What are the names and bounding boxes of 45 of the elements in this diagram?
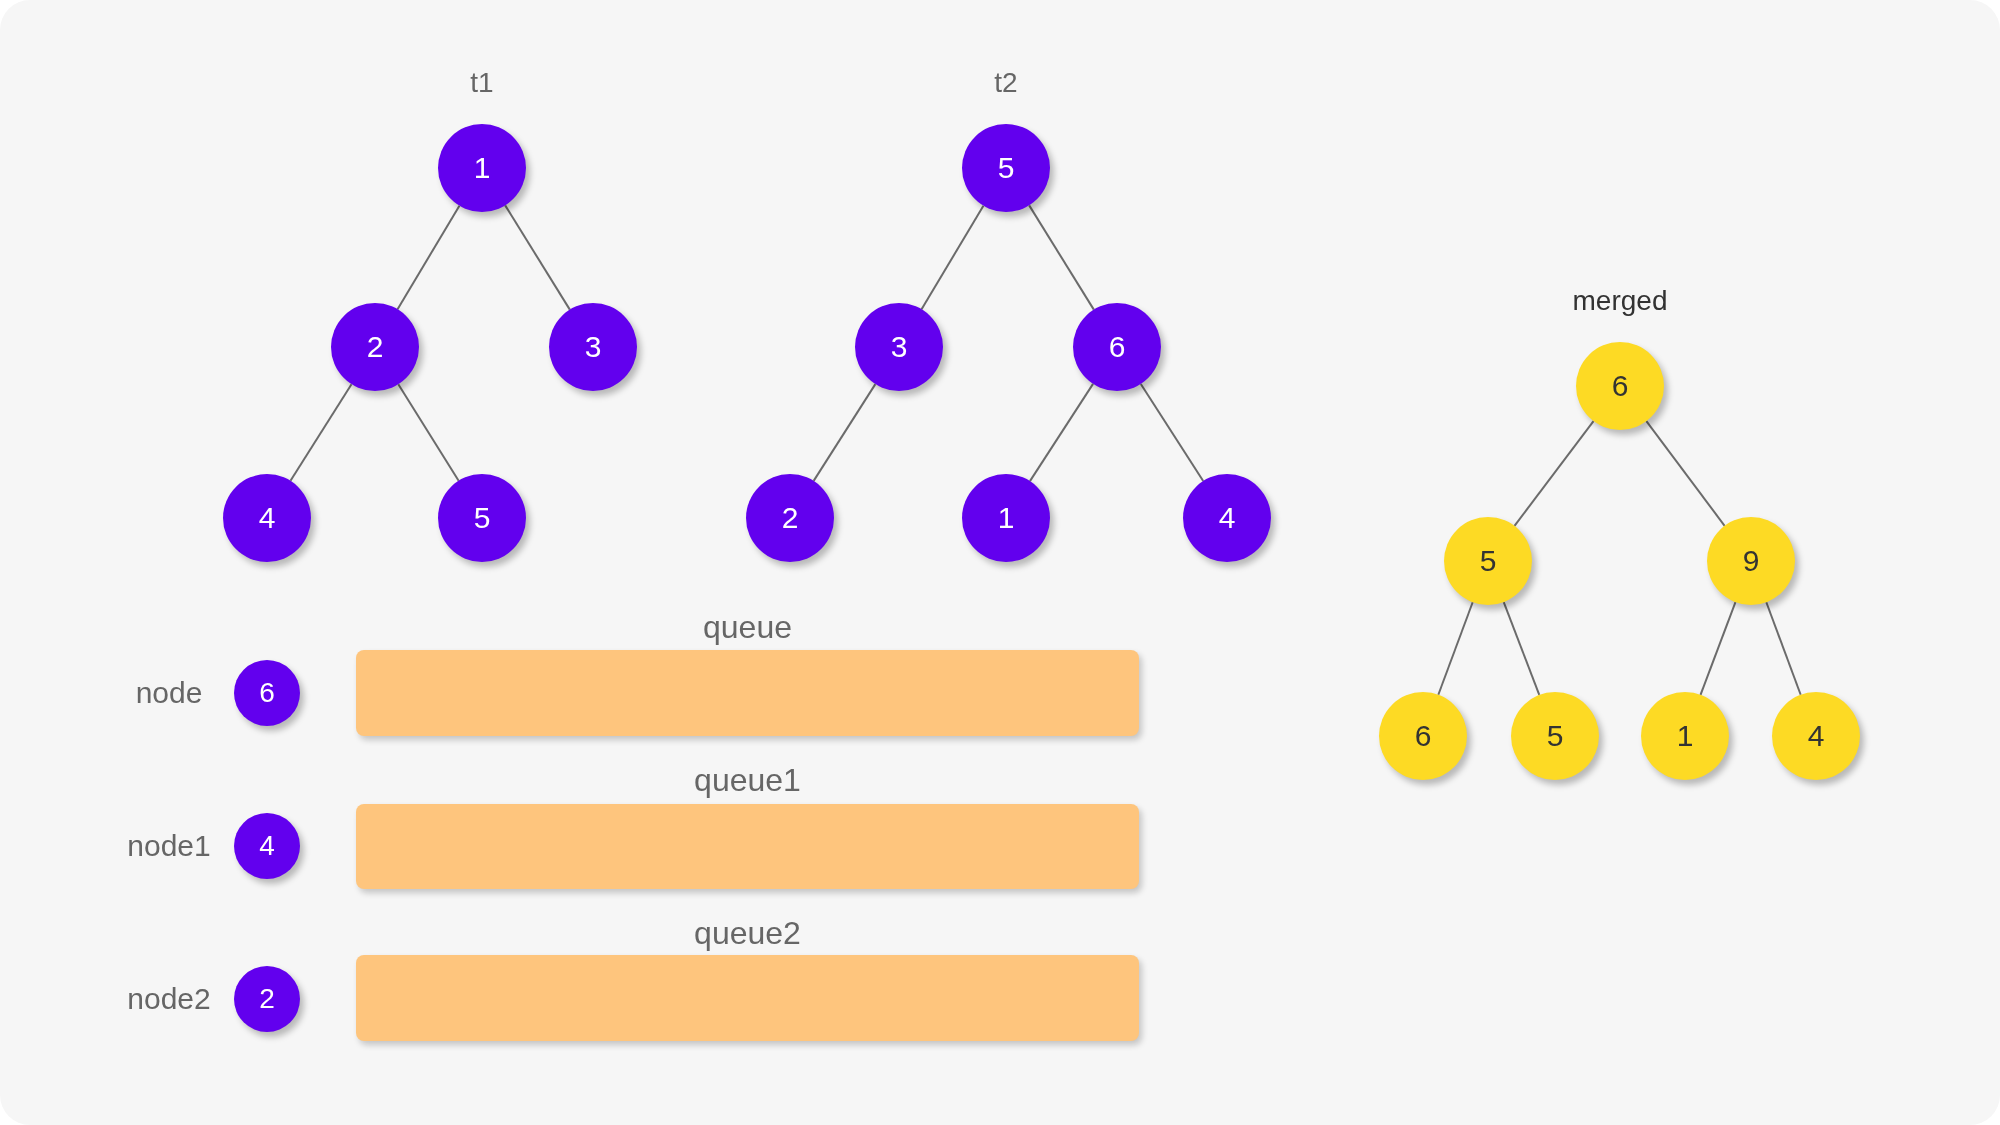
tree-node-circle: 6 bbox=[234, 660, 300, 726]
variable-label: node2 bbox=[127, 982, 211, 1016]
queue-label: queue2 bbox=[694, 914, 801, 952]
tree-node-circle: 1 bbox=[438, 124, 526, 212]
tree-node-circle: 5 bbox=[1511, 692, 1599, 780]
tree-node-circle: 1 bbox=[1641, 692, 1729, 780]
tree-edge bbox=[1139, 383, 1205, 482]
variable-label: node bbox=[135, 676, 203, 710]
tree-edge bbox=[1437, 601, 1474, 696]
tree-node-circle: 5 bbox=[438, 474, 526, 562]
tree-node-circle: 1 bbox=[962, 474, 1050, 562]
tree-edge bbox=[396, 204, 461, 311]
tree-edge bbox=[1502, 601, 1541, 696]
tree-node-circle: 9 bbox=[1707, 517, 1795, 605]
tree-edge bbox=[504, 204, 571, 311]
tree-node-circle: 6 bbox=[1576, 342, 1664, 430]
tree-edge bbox=[1028, 204, 1095, 311]
tree-node-circle: 4 bbox=[223, 474, 311, 562]
tree-node-circle: 6 bbox=[1379, 692, 1467, 780]
tree-node-circle: 2 bbox=[331, 303, 419, 391]
tree-node-circle: 3 bbox=[855, 303, 943, 391]
tree-title: merged bbox=[1572, 285, 1668, 317]
tree-edge bbox=[1645, 420, 1726, 527]
tree-edge bbox=[920, 204, 985, 311]
queue-label: queue bbox=[703, 608, 792, 646]
tree-node-circle: 4 bbox=[1772, 692, 1860, 780]
tree-node-circle: 4 bbox=[1183, 474, 1271, 562]
tree-edge bbox=[812, 383, 877, 482]
tree-edge bbox=[1513, 420, 1595, 527]
tree-node-circle: 2 bbox=[746, 474, 834, 562]
tree-node-circle: 2 bbox=[234, 966, 300, 1032]
tree-node-circle: 3 bbox=[549, 303, 637, 391]
tree-node-circle: 5 bbox=[962, 124, 1050, 212]
tree-node-circle: 4 bbox=[234, 813, 300, 879]
tree-title: t1 bbox=[470, 67, 494, 99]
tree-node-circle: 5 bbox=[1444, 517, 1532, 605]
tree-edge bbox=[397, 383, 460, 482]
tree-edge bbox=[1765, 601, 1802, 696]
tree-node-circle: 6 bbox=[1073, 303, 1161, 391]
queue-label: queue1 bbox=[694, 761, 801, 799]
variable-label: node1 bbox=[127, 829, 211, 863]
tree-edge bbox=[1028, 382, 1095, 483]
tree-edge bbox=[289, 383, 353, 482]
tree-edge bbox=[1699, 601, 1737, 696]
tree-title: t2 bbox=[994, 67, 1018, 99]
